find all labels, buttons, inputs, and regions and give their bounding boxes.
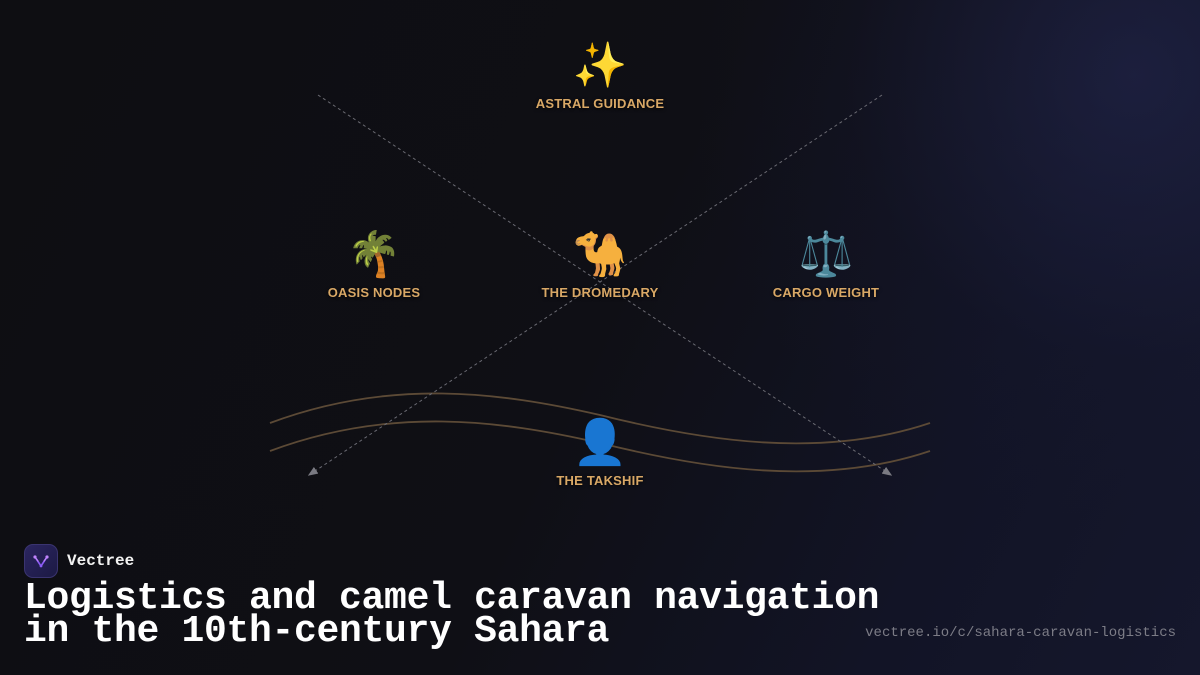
node-label: THE DROMEDARY — [541, 285, 659, 300]
wave-line-lower — [269, 420, 931, 473]
palm-tree-icon: 🌴 — [346, 229, 402, 280]
person-icon: 👤 — [572, 417, 628, 468]
node-the-dromedary: 🐪 THE DROMEDARY — [500, 229, 700, 300]
camel-icon: 🐪 — [572, 229, 628, 280]
source-url[interactable]: vectree.io/c/sahara-caravan-logistics — [865, 625, 1176, 641]
node-the-takshif: 👤 THE TAKSHIF — [500, 417, 700, 488]
brand-name: Vectree — [67, 552, 135, 570]
node-astral-guidance: ✨ ASTRAL GUIDANCE — [500, 40, 700, 111]
vectree-logo-icon — [24, 544, 58, 578]
page-title: Logistics and camel caravan navigation i… — [24, 577, 884, 653]
node-cargo-weight: ⚖️ CARGO WEIGHT — [726, 229, 926, 300]
title-line-1: Logistics and camel caravan navigation — [24, 577, 880, 620]
node-label: ASTRAL GUIDANCE — [535, 96, 665, 111]
node-label: CARGO WEIGHT — [772, 285, 880, 300]
sparkles-icon: ✨ — [572, 40, 628, 91]
balance-scale-icon: ⚖️ — [798, 229, 854, 280]
title-line-2: in the 10th-century Sahara — [24, 610, 610, 653]
node-label: THE TAKSHIF — [556, 473, 644, 488]
wave-line-upper — [269, 392, 931, 445]
node-label: OASIS NODES — [327, 285, 421, 300]
brand[interactable]: Vectree — [24, 544, 134, 578]
node-oasis-nodes: 🌴 OASIS NODES — [274, 229, 474, 300]
